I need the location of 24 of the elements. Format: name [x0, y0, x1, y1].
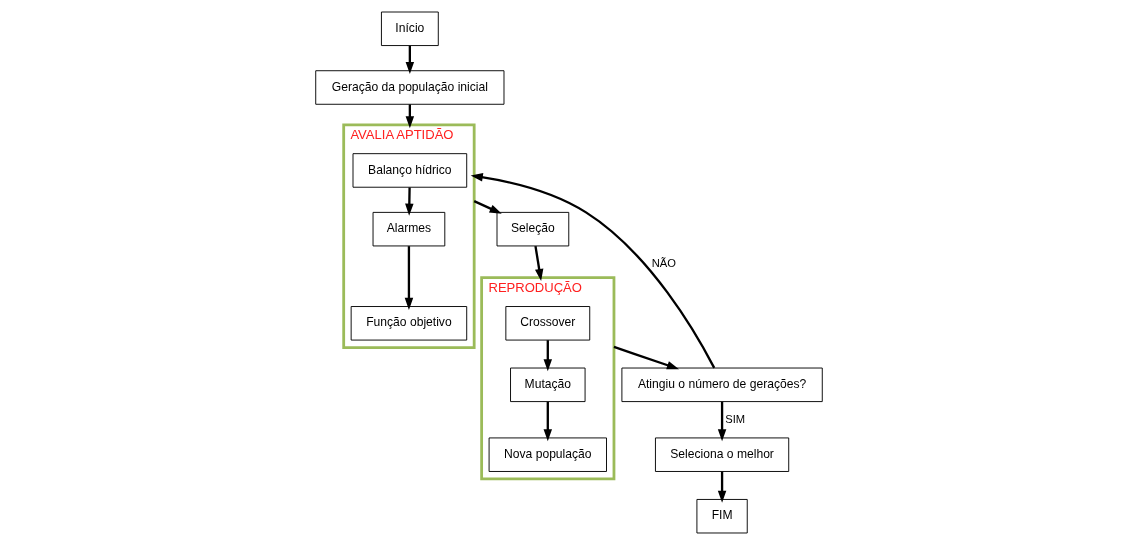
- node-box: Crossover: [505, 306, 591, 341]
- arrow: [534, 245, 544, 282]
- arrow: [543, 401, 553, 442]
- node-box: FIM: [696, 498, 748, 534]
- edge-label: SIM: [725, 412, 746, 425]
- node-box: Balanço hídrico: [352, 153, 468, 188]
- node-box: Seleção: [496, 211, 570, 247]
- node-box: Alarmes: [372, 211, 446, 247]
- arrow: [473, 200, 502, 214]
- edge-label: NÃO: [651, 257, 676, 269]
- arrow: [717, 471, 727, 503]
- node-box: Nova população: [488, 437, 607, 472]
- arrow: [405, 187, 414, 216]
- arrow: [470, 173, 716, 369]
- node-box: Atingiu o número de gerações?: [621, 367, 823, 403]
- node-box: Início: [380, 11, 439, 47]
- arrow: [717, 401, 727, 442]
- arrow: [543, 340, 553, 372]
- arrow: [613, 345, 680, 370]
- node-box: Geração da população inicial: [315, 70, 505, 105]
- node-box: Mutação: [510, 367, 586, 403]
- node-box: Seleciona o melhor: [654, 437, 790, 472]
- arrow: [404, 246, 414, 310]
- node-box: Função objetivo: [350, 306, 468, 341]
